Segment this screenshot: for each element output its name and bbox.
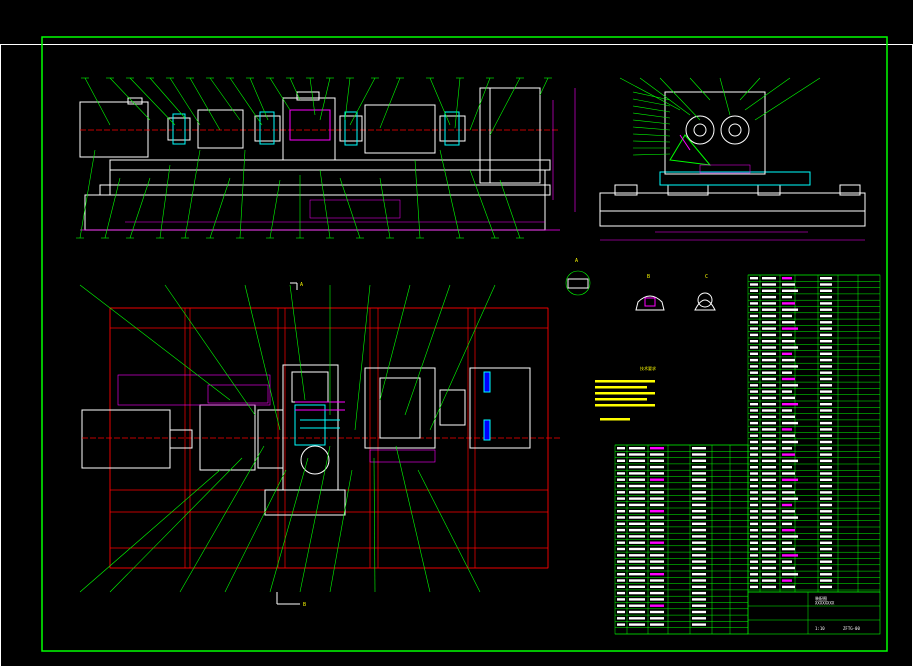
svg-text:装配图: 装配图 xyxy=(815,595,827,601)
svg-text:A: A xyxy=(575,258,578,264)
section-marker-a: A xyxy=(290,282,303,290)
load-stand xyxy=(479,87,541,184)
svg-text:ZFTG-00: ZFTG-00 xyxy=(843,626,860,631)
bearing-housing-2 xyxy=(364,104,436,154)
motor-plan xyxy=(81,409,171,469)
detail-views: A B C xyxy=(565,258,716,311)
parts-list xyxy=(614,274,881,635)
svg-text:技术要求: 技术要求 xyxy=(640,365,656,371)
section-marker-b: B xyxy=(276,592,306,608)
bearing-housing-1 xyxy=(197,109,244,149)
svg-text:B: B xyxy=(647,274,650,280)
gearbox-center xyxy=(282,97,336,161)
technical-notes: 技术要求 xyxy=(595,365,656,421)
svg-text:XXXXXXXX: XXXXXXXX xyxy=(815,601,835,606)
side-elevation-view xyxy=(599,77,866,241)
motor-body xyxy=(79,101,149,158)
front-elevation-view xyxy=(76,77,576,239)
title-block: 装配图 XXXXXXXX ZFTG-00 1:10 xyxy=(747,591,881,635)
svg-text:1:10: 1:10 xyxy=(815,626,825,631)
inner-frame xyxy=(41,36,888,652)
svg-text:A: A xyxy=(300,282,303,288)
gearbox-side xyxy=(664,91,766,175)
svg-text:C: C xyxy=(705,274,708,280)
svg-text:B: B xyxy=(303,602,306,608)
plan-view xyxy=(79,284,560,593)
